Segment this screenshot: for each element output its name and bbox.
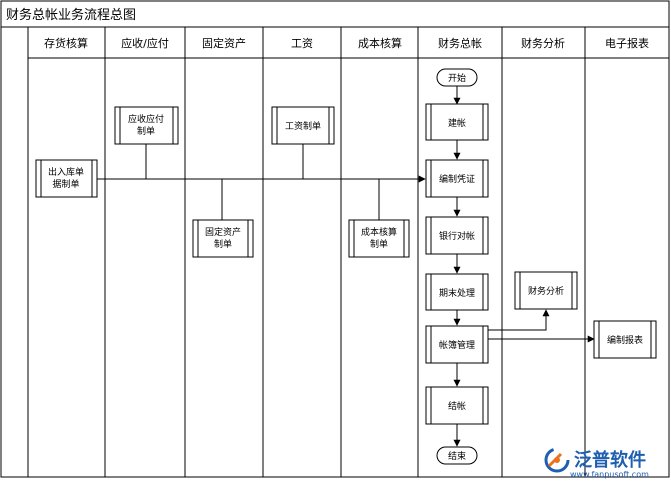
ar-ap-voucher-label-line2: 制单: [137, 125, 155, 137]
inventory-voucher-label-line2: 据制单: [52, 178, 79, 190]
fixed-asset-voucher-label-line1: 固定资产: [205, 226, 241, 238]
fanpu-logo-watermark: 泛普软件 www.fanpusoft.com: [544, 447, 649, 479]
process-report-compile: [593, 320, 657, 359]
process-period-end: [425, 273, 489, 311]
period-end-label: 期末处理: [439, 287, 475, 299]
fanpu-logo-icon: [544, 447, 570, 473]
process-payroll-voucher: [271, 106, 335, 145]
outer-frame: [0, 0, 670, 478]
process-financial-analysis: [514, 271, 578, 310]
process-open-account: [425, 103, 489, 141]
financial-analysis-label: 财务分析: [528, 285, 564, 297]
cost-voucher-label-line1: 成本核算: [361, 226, 397, 238]
lane-header-payroll: 工资: [291, 37, 313, 50]
process-ar-ap-voucher: [114, 106, 179, 145]
report-compile-label: 编制报表: [607, 334, 643, 346]
ar-ap-voucher-label-line1: 应收应付: [128, 113, 164, 125]
voucher-label: 编制凭证: [439, 173, 475, 185]
start-label: 开始: [448, 72, 466, 84]
process-voucher: [425, 159, 489, 198]
lane-header-financial-analysis: 财务分析: [521, 36, 565, 50]
cost-voucher-label-line2: 制单: [370, 238, 388, 250]
connector-ledger-to-analysis: [488, 309, 550, 331]
lane-header-ar-ap: 应收/应付: [121, 36, 169, 50]
end-label: 结束: [448, 450, 466, 462]
process-cost-voucher: [348, 219, 410, 258]
process-fixed-asset-voucher: [192, 219, 254, 258]
logo-brand-text: 泛普软件: [574, 449, 646, 471]
diagram-title: 财务总帐业务流程总图: [6, 7, 136, 23]
payroll-voucher-label: 工资制单: [285, 120, 321, 132]
lane-header-general-ledger: 财务总帐: [438, 36, 482, 50]
lane-header-costing: 成本核算: [358, 36, 402, 50]
end-terminal: [436, 446, 478, 465]
process-inventory-voucher: [35, 159, 98, 198]
fixed-asset-voucher-label-line2: 制单: [214, 238, 232, 250]
process-ledger-management: [425, 325, 489, 364]
ledger-management-label: 帐簿管理: [439, 339, 475, 351]
close-account-label: 结帐: [448, 400, 466, 412]
lane-header-fixed-assets: 固定资产: [202, 36, 246, 50]
logo-url-text: www.fanpusoft.com: [570, 470, 649, 479]
inventory-voucher-label-line1: 出入库单: [48, 166, 84, 178]
start-terminal: [436, 68, 478, 87]
open-account-label: 建帐: [448, 117, 466, 129]
process-close-account: [425, 386, 489, 425]
bank-reconcile-label: 银行对帐: [439, 230, 475, 242]
process-bank-reconcile: [425, 216, 489, 255]
lane-header-inventory: 存货核算: [44, 36, 88, 50]
lane-header-e-reports: 电子报表: [605, 36, 649, 50]
